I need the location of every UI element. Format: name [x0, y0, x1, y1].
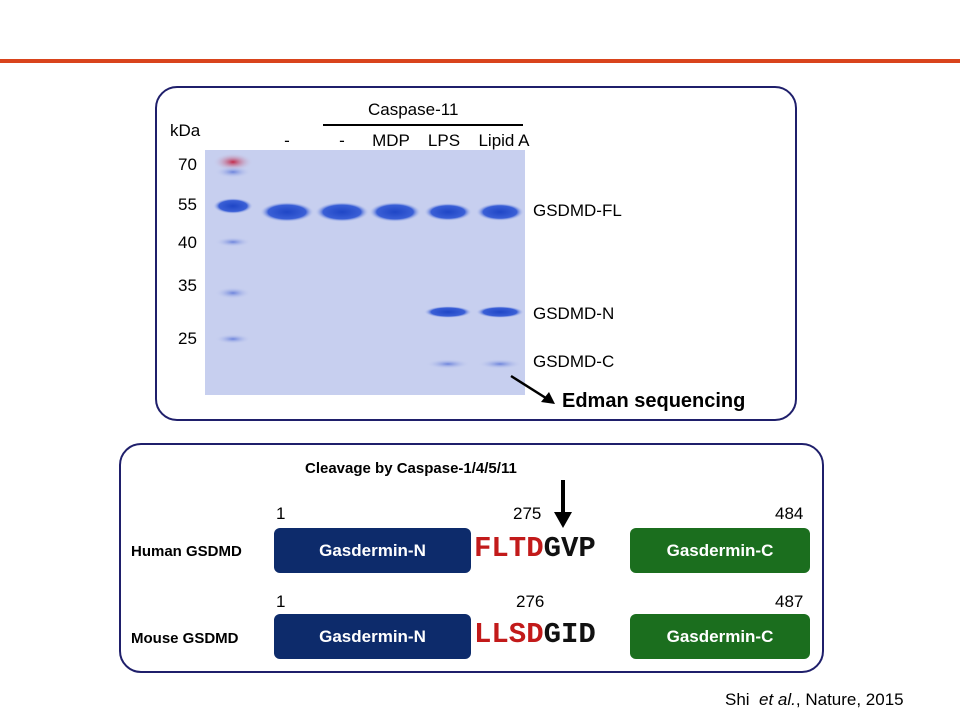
- mouse-gasdermin-n-domain: Gasdermin-N: [274, 614, 471, 659]
- band-fl-lane4: [424, 203, 472, 221]
- lane-label-1: -: [284, 131, 290, 150]
- enzyme-header: Caspase-11: [368, 100, 459, 119]
- mouse-end-number: 487: [775, 592, 804, 611]
- citation: Shi et al., Nature, 2015: [725, 690, 904, 710]
- mouse-seq-following-residues: GID: [543, 618, 596, 651]
- mouse-gasdermin-c-domain: Gasdermin-C: [630, 614, 810, 659]
- human-site-number: 275: [513, 504, 542, 523]
- mouse-gasdermin-c-label: Gasdermin-C: [666, 626, 774, 646]
- domain-panel: [119, 443, 824, 673]
- band-n-lane4: [424, 306, 472, 318]
- lane-label-3: MDP: [372, 131, 410, 150]
- marker-40: 40: [178, 233, 197, 252]
- human-species-label: Human GSDMD: [131, 543, 242, 560]
- kda-label: kDa: [170, 121, 201, 140]
- edman-label: Edman sequencing: [562, 390, 746, 412]
- human-gasdermin-n-label: Gasdermin-N: [319, 540, 426, 560]
- citation-etal: et al.: [759, 690, 796, 709]
- marker-25: 25: [178, 329, 197, 348]
- marker-35: 35: [178, 276, 197, 295]
- human-gasdermin-c-label: Gasdermin-C: [666, 540, 774, 560]
- cleavage-arrow-icon: [554, 480, 572, 528]
- gel-image: [205, 150, 525, 395]
- header-rule: [0, 59, 960, 63]
- marker-70: 70: [178, 155, 197, 174]
- lane-label-4: LPS: [427, 131, 461, 150]
- mouse-cleavage-sequence: LLSDGID: [474, 618, 596, 651]
- band-label-c: GSDMD-C: [533, 352, 615, 371]
- cleavage-label: Cleavage by Caspase-1/4/5/11: [305, 460, 517, 477]
- band-fl-lane5: [476, 203, 524, 221]
- edman-arrow-icon: [510, 374, 555, 404]
- mouse-start-number: 1: [276, 592, 286, 611]
- band-fl-lane3: [369, 202, 421, 222]
- human-end-number: 484: [775, 504, 804, 523]
- lane-label-2: -: [339, 131, 345, 150]
- human-start-number: 1: [276, 504, 286, 523]
- band-label-fl: GSDMD-FL: [533, 201, 622, 220]
- human-cleavage-sequence: FLTDGVP: [474, 532, 596, 565]
- mouse-gasdermin-n-label: Gasdermin-N: [319, 626, 426, 646]
- gel-panel: [155, 86, 797, 421]
- lane-label-5: Lipid A: [478, 131, 530, 150]
- ladder-lane: [213, 153, 253, 344]
- band-fl-lane2: [315, 202, 369, 222]
- human-seq-cleavage-residues: FLTD: [474, 532, 544, 565]
- enzyme-bracket: [323, 124, 523, 126]
- marker-55: 55: [178, 195, 197, 214]
- human-seq-following-residues: GVP: [543, 532, 596, 565]
- citation-journal-year: , Nature, 2015: [795, 690, 904, 709]
- human-gasdermin-c-domain: Gasdermin-C: [630, 528, 810, 573]
- mouse-site-number: 276: [516, 592, 545, 611]
- band-label-n: GSDMD-N: [533, 304, 615, 323]
- mouse-species-label: Mouse GSDMD: [131, 630, 239, 647]
- band-c-lane4: [426, 359, 470, 369]
- band-n-lane5: [476, 306, 524, 318]
- human-gasdermin-n-domain: Gasdermin-N: [274, 528, 471, 573]
- band-fl-lane1: [260, 202, 314, 222]
- band-c-lane5: [478, 359, 522, 369]
- citation-author: Shi: [725, 690, 750, 709]
- mouse-seq-cleavage-residues: LLSD: [474, 618, 544, 651]
